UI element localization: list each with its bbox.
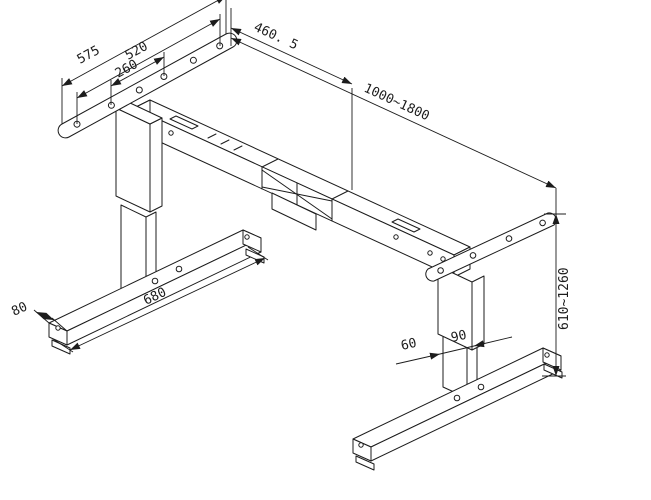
dim-label-column-width: 90 [450,328,469,346]
bolt-hole [55,325,61,331]
beam-joint-line [331,190,349,200]
right-foot-front-end [352,438,372,462]
beam-cross-brace [261,186,333,202]
extension-line [52,338,74,353]
right-column-upper-side [471,275,485,351]
bolt-hole [168,130,174,136]
left-foot-front-end [48,322,68,346]
bolt-hole [544,352,550,358]
beam-assembly [133,99,471,278]
bolt-hole [175,265,183,273]
left-column-upper-side [149,117,163,213]
bolt-hole [437,267,444,274]
right-bracket-plate [425,212,557,282]
right-foot-front-glide [355,455,375,471]
control-box [271,192,317,231]
dim-label-plate-length: 575 [75,43,103,67]
beam-top-face [133,99,471,256]
dim-line-260 [110,56,165,87]
bolt-hole [427,250,433,256]
beam-top-slot [391,218,421,233]
beam-tick-mark [207,133,217,139]
dim-line-80 [35,311,55,321]
bolt-hole [469,252,477,259]
bolt-hole [477,383,485,391]
bolt-hole [135,86,143,94]
dim-line-1000-1800 [230,37,557,189]
dim-label-column-depth: 60 [400,336,419,354]
bolt-hole [505,235,513,242]
bolt-hole [358,442,364,448]
dim-line-60 [395,352,441,365]
dim-line-90 [473,336,513,348]
extension-line [51,317,68,332]
dim-label-height-range: 610~1260 [557,267,572,330]
bolt-hole [393,234,399,240]
bolt-hole [244,234,250,240]
left-foot-front-glide [51,339,71,355]
left-column-upper-front [115,107,151,213]
beam-tick-mark [220,139,230,145]
dim-line-column-connector [439,345,475,355]
beam-top-slot [169,115,199,130]
dim-line-680 [69,257,266,351]
bolt-hole [440,256,446,262]
bolt-hole [189,56,197,64]
bolt-hole [539,219,546,227]
bolt-hole [151,277,159,285]
bolt-hole [453,394,461,402]
dim-label-foot-end: 80 [9,299,30,319]
